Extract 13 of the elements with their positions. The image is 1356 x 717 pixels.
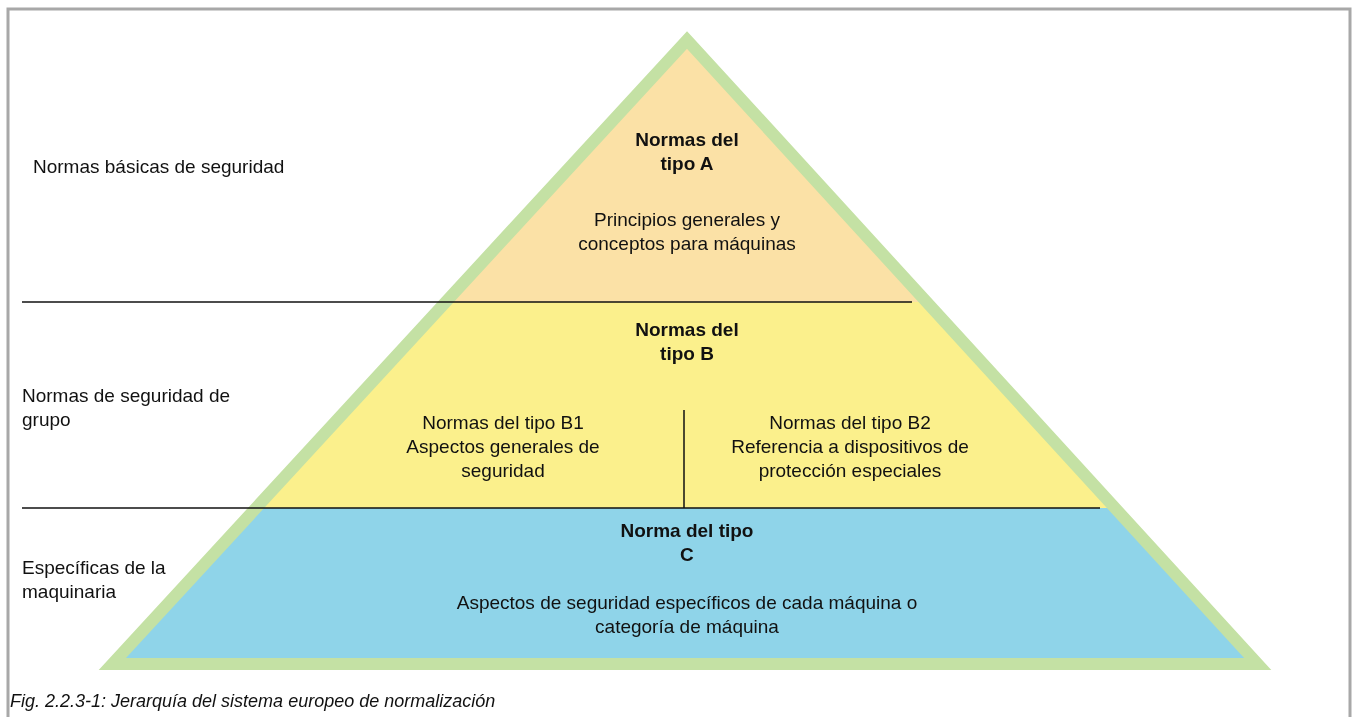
band-description: Aspectos generales de seguridad: [405, 435, 601, 483]
level-label: Normas de seguridad de grupo: [22, 384, 232, 432]
band-description: Normas del tipo B1: [421, 411, 585, 435]
figure-caption: Fig. 2.2.3-1: Jerarquía del sistema europeo de normalización: [10, 691, 496, 712]
band-description: Principios generales y conceptos para máquinas: [577, 208, 797, 256]
level-label: Específicas de la maquinaria: [22, 556, 167, 604]
band-heading: Normas del tipo A: [634, 128, 740, 176]
band-description: Normas del tipo B2: [768, 411, 932, 435]
band-description: Aspectos de seguridad específicos de cada máquina o categoría de máquina: [455, 591, 919, 639]
level-label: Normas básicas de seguridad: [33, 155, 286, 179]
band-description: Referencia a dispositivos de protección especiales: [730, 435, 970, 483]
band-heading: Norma del tipo C: [619, 519, 755, 567]
band-heading: Normas del tipo B: [634, 318, 740, 366]
